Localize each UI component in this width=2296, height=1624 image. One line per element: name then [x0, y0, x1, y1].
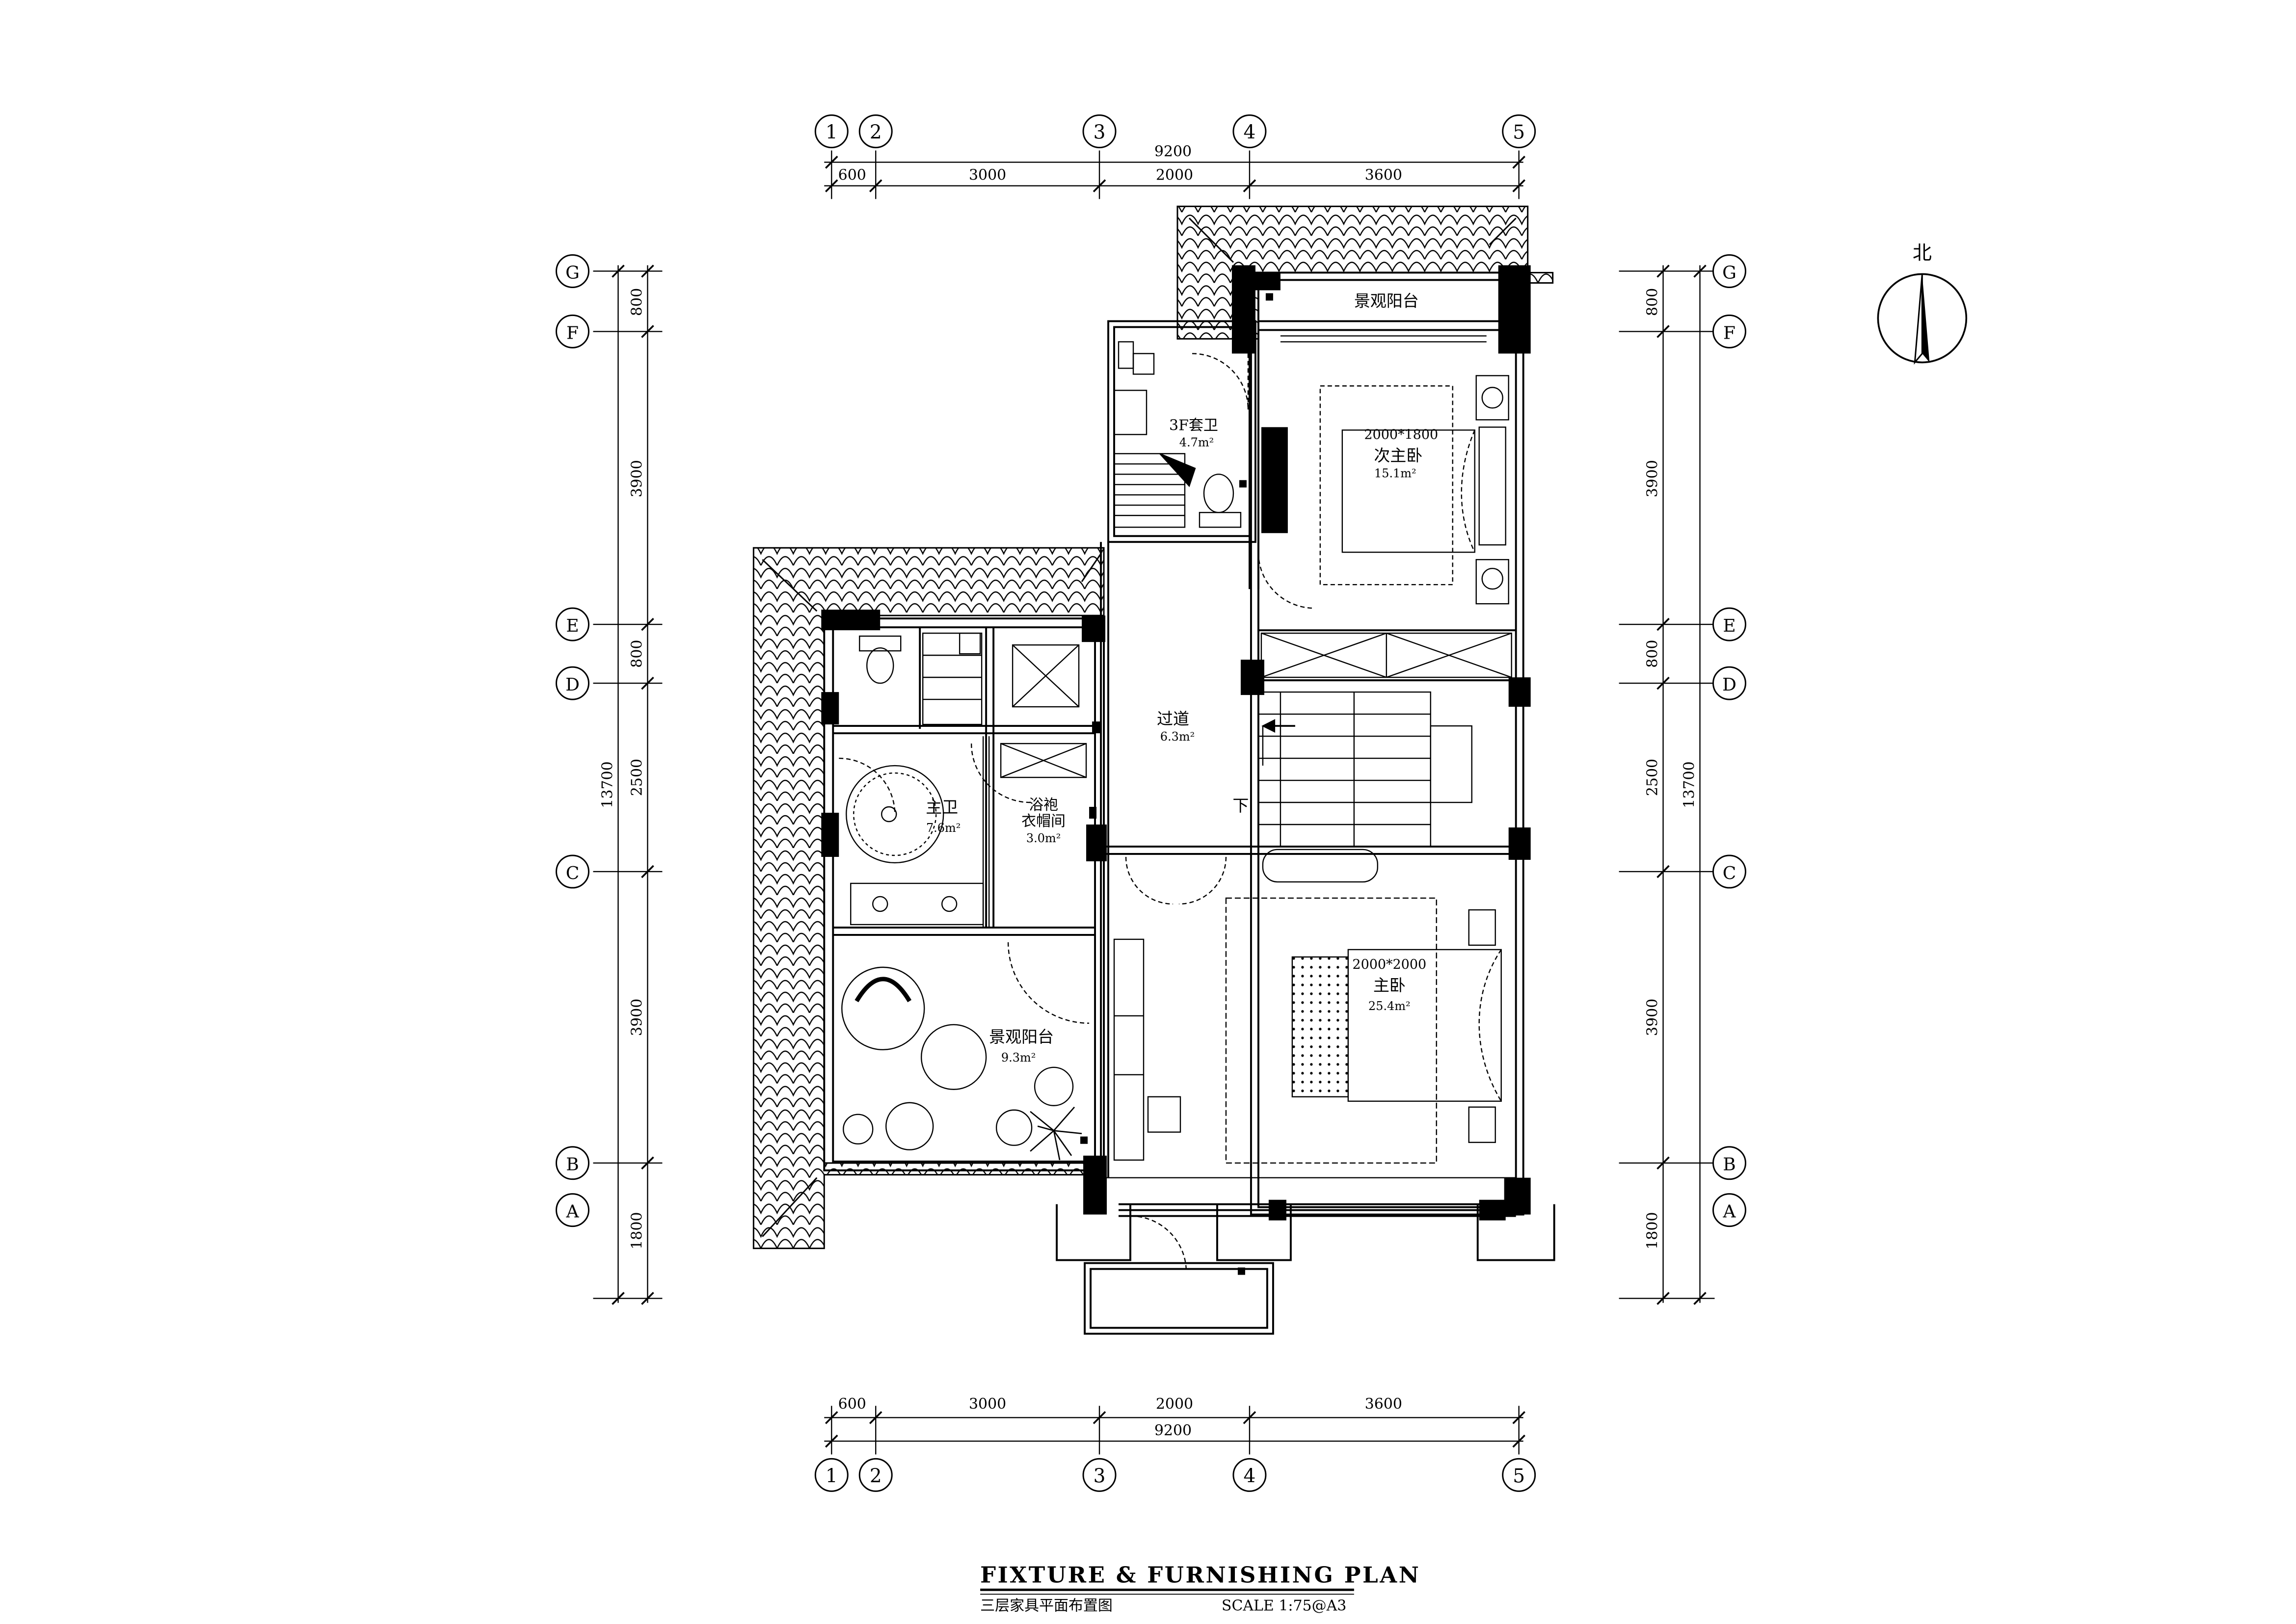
- grid-col-label: 5: [1513, 1465, 1525, 1487]
- title-block: FIXTURE & FURNISHING PLAN 三层家具平面布置图 SCAL…: [980, 1562, 1420, 1614]
- dims-right: 800 3900 800 2500 3900 1800 13700: [1644, 288, 1698, 1250]
- grid-row-label: F: [566, 323, 579, 343]
- dim-segment: 3600: [1365, 167, 1402, 184]
- grid-row-label: D: [565, 675, 580, 695]
- dim-segment: 800: [1644, 288, 1661, 316]
- room-bedroom2-area: 15.1m²: [1374, 466, 1416, 480]
- dim-segment: 1800: [628, 1212, 645, 1249]
- grid-row-label: A: [566, 1202, 580, 1222]
- grid-row-label: G: [1722, 263, 1736, 283]
- dimension-system: [593, 150, 1715, 1455]
- grid-bubbles-bottom: 1 2 3 4 5: [814, 1458, 1536, 1492]
- room-wardrobe-area: 3.0m²: [1026, 831, 1061, 845]
- dim-total: 13700: [599, 761, 616, 808]
- dims-bottom: 600 3000 2000 3600 9200: [838, 1395, 1402, 1439]
- room-balcony-west-area: 9.3m²: [1001, 1051, 1036, 1065]
- dim-segment: 600: [838, 1395, 866, 1412]
- room-corridor-area: 6.3m²: [1160, 730, 1195, 744]
- dim-segment: 1800: [1644, 1212, 1661, 1249]
- grid-col-label: 5: [1513, 122, 1525, 144]
- dim-total: 13700: [1681, 761, 1698, 808]
- grid-col-label: 2: [870, 1465, 882, 1487]
- dim-segment: 3900: [1644, 999, 1661, 1036]
- dim-segment: 2000: [1156, 1395, 1193, 1412]
- grid-row-label: D: [1722, 675, 1736, 695]
- dim-segment: 3000: [969, 1395, 1006, 1412]
- room-labels: 景观阳台 3F套卫 4.7m² 2000*1800 次主卧 15.1m² 过道 …: [926, 291, 1438, 1064]
- windows: [982, 335, 1516, 1178]
- furniture: [841, 341, 1512, 1164]
- dim-segment: 600: [838, 167, 866, 184]
- dim-segment: 800: [628, 640, 645, 668]
- grid-row-label: B: [566, 1155, 579, 1175]
- grid-row-label: F: [1723, 323, 1735, 343]
- grid-row-label: C: [1723, 863, 1736, 883]
- grid-col-label: 3: [1094, 1465, 1106, 1487]
- grid-col-label: 4: [1244, 1465, 1256, 1487]
- room-master-bed-area: 25.4m²: [1368, 999, 1411, 1013]
- room-wardrobe-line1: 浴袍: [1029, 797, 1058, 814]
- dim-segment: 2500: [628, 759, 645, 796]
- structural-columns: [821, 265, 1531, 1221]
- dim-total: 9200: [1154, 1422, 1192, 1439]
- grid-row-label: C: [566, 863, 580, 883]
- north-label: 北: [1913, 242, 1932, 264]
- room-bedroom2-name: 次主卧: [1374, 446, 1422, 465]
- room-balcony-west-name: 景观阳台: [989, 1027, 1054, 1046]
- grid-row-label: G: [565, 263, 580, 283]
- dim-segment: 800: [628, 288, 645, 316]
- room-master-bed-bed: 2000*2000: [1352, 957, 1426, 972]
- grid-row-label: E: [566, 616, 579, 636]
- grid-bubbles-top: 1 2 3 4 5: [814, 114, 1536, 149]
- grid-col-label: 2: [870, 122, 882, 144]
- dim-segment: 3000: [969, 167, 1006, 184]
- grid-bubbles-left: G F E D C B A: [556, 254, 589, 1227]
- plant-icon: [1030, 1106, 1082, 1160]
- dim-segment: 3900: [1644, 460, 1661, 497]
- room-wardrobe-line2: 衣帽间: [1021, 813, 1066, 830]
- dim-segment: 3900: [628, 999, 645, 1036]
- dim-total: 9200: [1154, 143, 1192, 160]
- grid-col-label: 1: [826, 122, 838, 144]
- room-master-bed-name: 主卧: [1373, 976, 1406, 995]
- dim-segment: 800: [1644, 640, 1661, 668]
- drawing-title: FIXTURE & FURNISHING PLAN: [980, 1562, 1420, 1588]
- room-master-bath-area: 7.6m²: [926, 821, 961, 835]
- north-arrow: 北: [1877, 242, 1968, 365]
- roof-tiles: [752, 206, 1554, 1250]
- room-master-bath-name: 主卫: [926, 798, 958, 817]
- dim-segment: 3600: [1365, 1395, 1402, 1412]
- dims-top: 9200 600 3000 2000 3600: [838, 143, 1402, 184]
- grid-col-label: 1: [826, 1465, 838, 1487]
- room-bath3f-area: 4.7m²: [1179, 435, 1214, 449]
- grid-row-label: E: [1723, 616, 1735, 636]
- walls: [823, 271, 1555, 1335]
- room-bath3f-name: 3F套卫: [1169, 417, 1218, 434]
- grid-row-label: A: [1723, 1202, 1736, 1222]
- drawing-subtitle: 三层家具平面布置图: [980, 1597, 1113, 1614]
- stair-down-label: 下: [1232, 796, 1249, 815]
- room-corridor-name: 过道: [1157, 709, 1189, 728]
- grid-row-label: B: [1723, 1155, 1735, 1175]
- drawing-scale: SCALE 1:75@A3: [1222, 1597, 1346, 1614]
- grid-bubbles-right: G F E D C B A: [1712, 254, 1746, 1227]
- grid-col-label: 4: [1244, 122, 1256, 144]
- dim-segment: 2500: [1644, 759, 1661, 796]
- fixture-markers: [1080, 293, 1273, 1275]
- dims-left: 800 3900 800 2500 3900 1800 13700: [599, 288, 645, 1250]
- dim-segment: 3900: [628, 460, 645, 497]
- dim-segment: 2000: [1156, 167, 1193, 184]
- room-balcony-north: 景观阳台: [1354, 291, 1419, 310]
- grid-col-label: 3: [1094, 122, 1106, 144]
- room-bedroom2-bed: 2000*1800: [1364, 427, 1438, 442]
